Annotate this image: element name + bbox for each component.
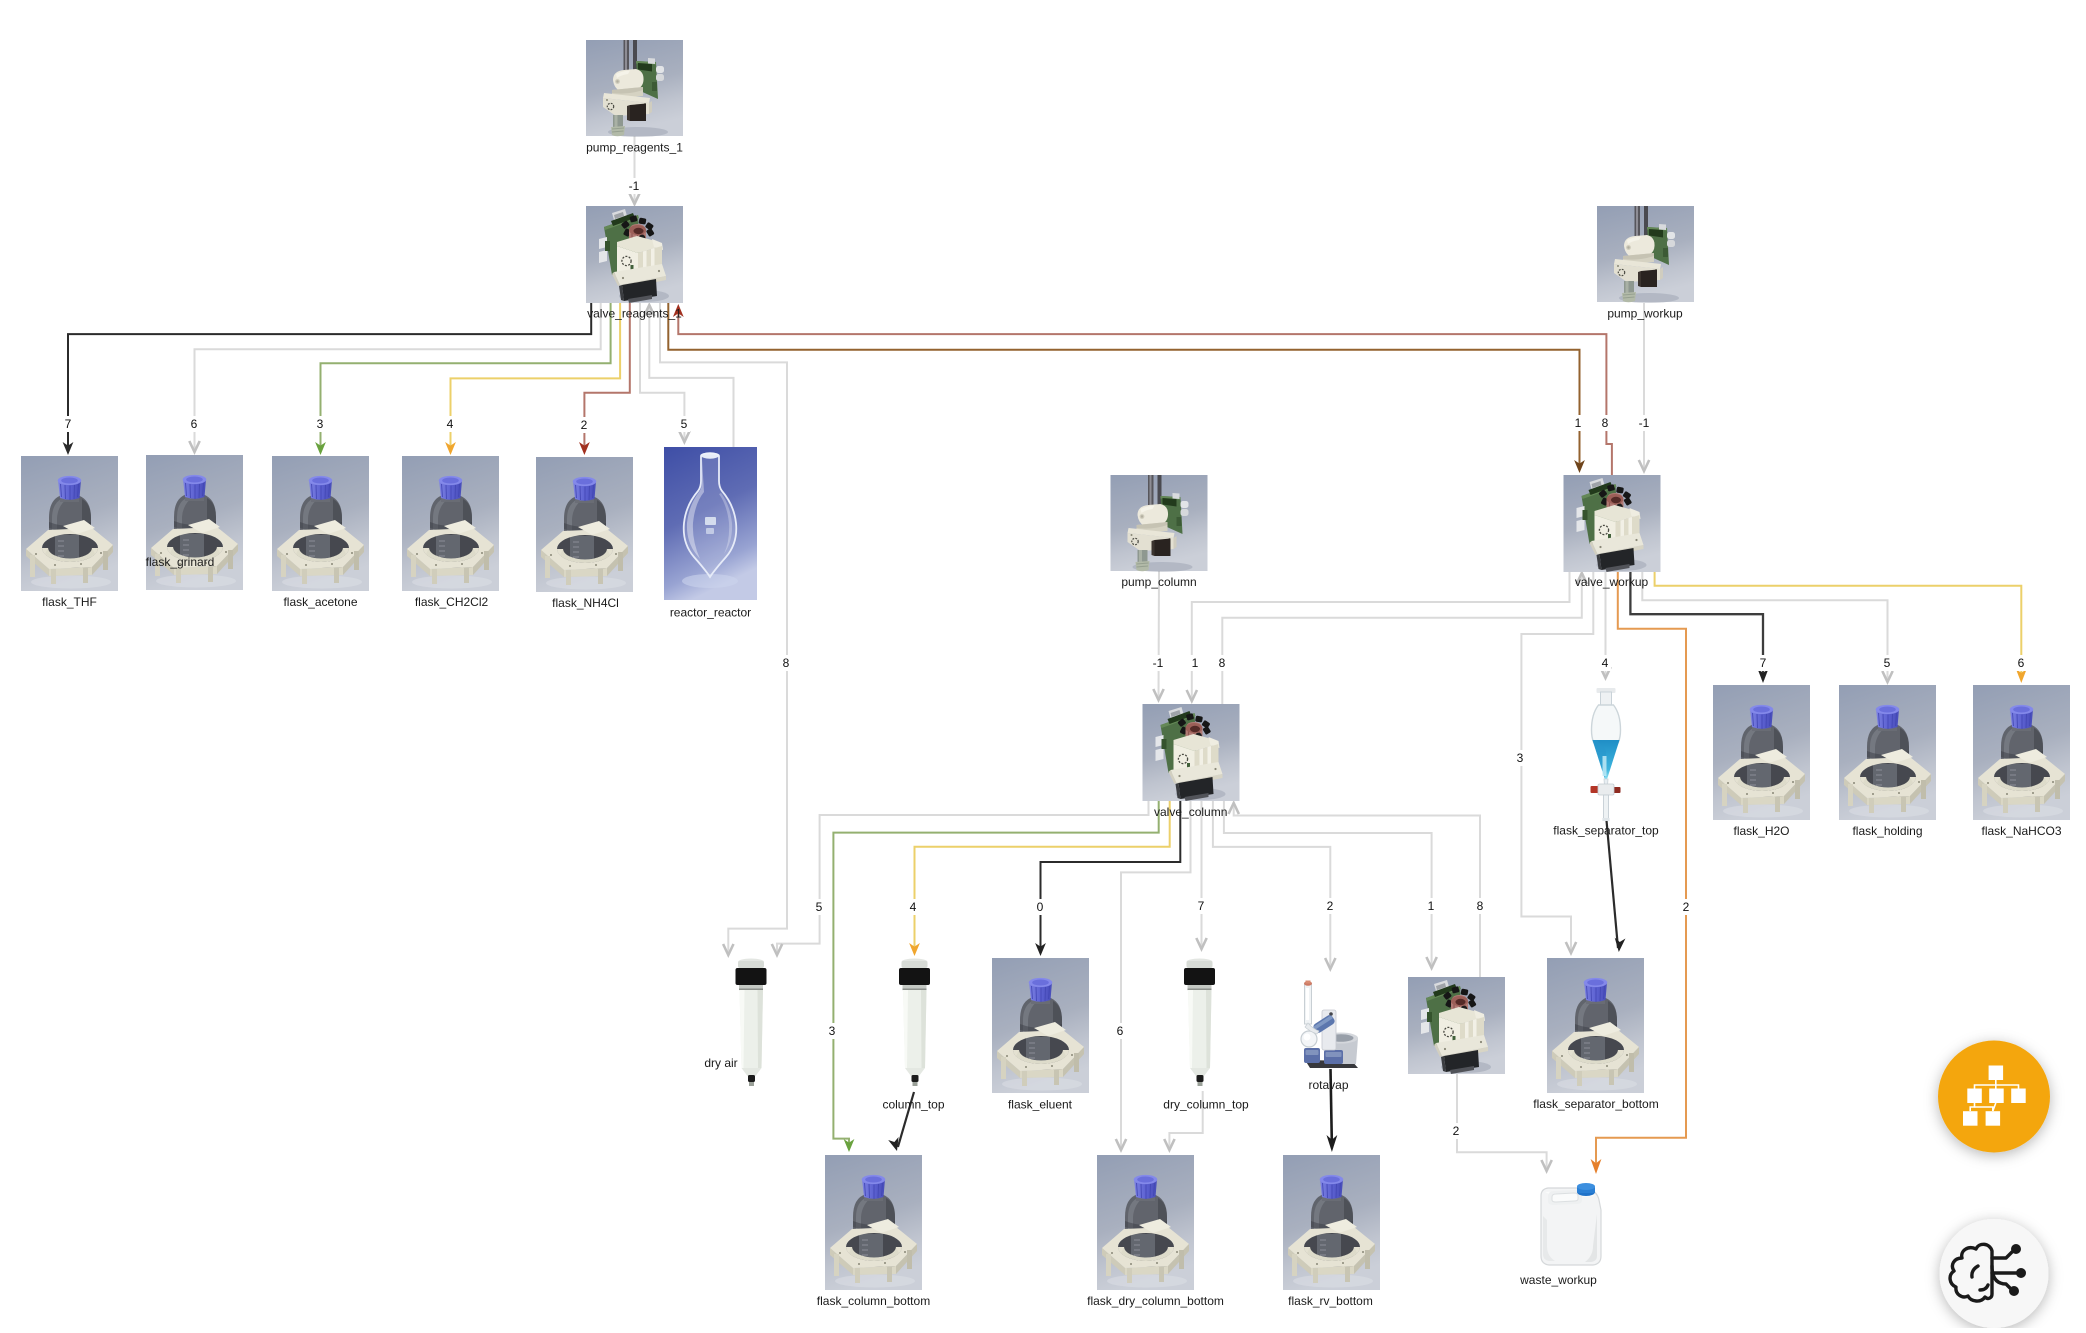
svg-text:flask_THF: flask_THF	[42, 595, 97, 609]
svg-text:flask_separator_top: flask_separator_top	[1553, 824, 1659, 838]
svg-text:7: 7	[65, 417, 72, 431]
svg-text:2: 2	[1683, 900, 1690, 914]
svg-text:3: 3	[1517, 751, 1524, 765]
svg-text:6: 6	[2018, 656, 2025, 670]
svg-text:flask_holding: flask_holding	[1852, 824, 1922, 838]
svg-text:pump_reagents_1: pump_reagents_1	[586, 141, 683, 155]
svg-text:7: 7	[1760, 656, 1767, 670]
svg-text:7: 7	[1198, 899, 1205, 913]
svg-text:2: 2	[1327, 899, 1334, 913]
svg-text:dry air: dry air	[704, 1056, 737, 1070]
svg-text:5: 5	[1884, 656, 1891, 670]
svg-text:5: 5	[681, 417, 688, 431]
svg-text:8: 8	[1219, 656, 1226, 670]
svg-text:waste_workup: waste_workup	[1519, 1273, 1597, 1287]
svg-text:-1: -1	[629, 179, 640, 193]
svg-text:1: 1	[1575, 416, 1582, 430]
svg-text:flask_NH4Cl: flask_NH4Cl	[552, 596, 619, 610]
svg-text:3: 3	[317, 417, 324, 431]
svg-text:1: 1	[1428, 899, 1435, 913]
svg-text:flask_separator_bottom: flask_separator_bottom	[1533, 1097, 1658, 1111]
svg-text:4: 4	[1602, 656, 1609, 670]
svg-text:flask_H2O: flask_H2O	[1733, 824, 1789, 838]
svg-text:6: 6	[1117, 1024, 1124, 1038]
svg-text:dry_column_top: dry_column_top	[1163, 1098, 1249, 1112]
svg-text:5: 5	[816, 900, 823, 914]
svg-text:1: 1	[1192, 656, 1199, 670]
svg-text:4: 4	[447, 417, 454, 431]
svg-text:flask_grinard: flask_grinard	[146, 555, 215, 569]
svg-text:flask_acetone: flask_acetone	[283, 595, 357, 609]
svg-text:0: 0	[1037, 900, 1044, 914]
svg-text:pump_column: pump_column	[1121, 575, 1196, 589]
svg-text:2: 2	[1453, 1124, 1460, 1138]
svg-text:reactor_reactor: reactor_reactor	[670, 606, 751, 620]
svg-text:flask_dry_column_bottom: flask_dry_column_bottom	[1087, 1294, 1224, 1308]
svg-text:flask_column_bottom: flask_column_bottom	[817, 1294, 930, 1308]
svg-text:2: 2	[581, 418, 588, 432]
svg-text:8: 8	[1602, 416, 1609, 430]
svg-text:flask_rv_bottom: flask_rv_bottom	[1288, 1294, 1373, 1308]
svg-text:-1: -1	[1153, 656, 1164, 670]
svg-text:-1: -1	[1639, 416, 1650, 430]
svg-text:valve_reagents_1: valve_reagents_1	[587, 307, 682, 321]
svg-text:flask_NaHCO3: flask_NaHCO3	[1981, 824, 2061, 838]
svg-text:flask_eluent: flask_eluent	[1008, 1098, 1073, 1112]
svg-text:valve_workup: valve_workup	[1575, 575, 1649, 589]
svg-text:valve_column: valve_column	[1154, 805, 1227, 819]
svg-text:3: 3	[829, 1024, 836, 1038]
svg-text:column_top: column_top	[882, 1098, 944, 1112]
svg-text:8: 8	[783, 656, 790, 670]
svg-text:rotavap: rotavap	[1308, 1078, 1348, 1092]
svg-text:6: 6	[191, 417, 198, 431]
svg-text:flask_CH2Cl2: flask_CH2Cl2	[415, 595, 489, 609]
svg-text:pump_workup: pump_workup	[1607, 307, 1683, 321]
svg-text:4: 4	[910, 900, 917, 914]
svg-text:8: 8	[1477, 899, 1484, 913]
